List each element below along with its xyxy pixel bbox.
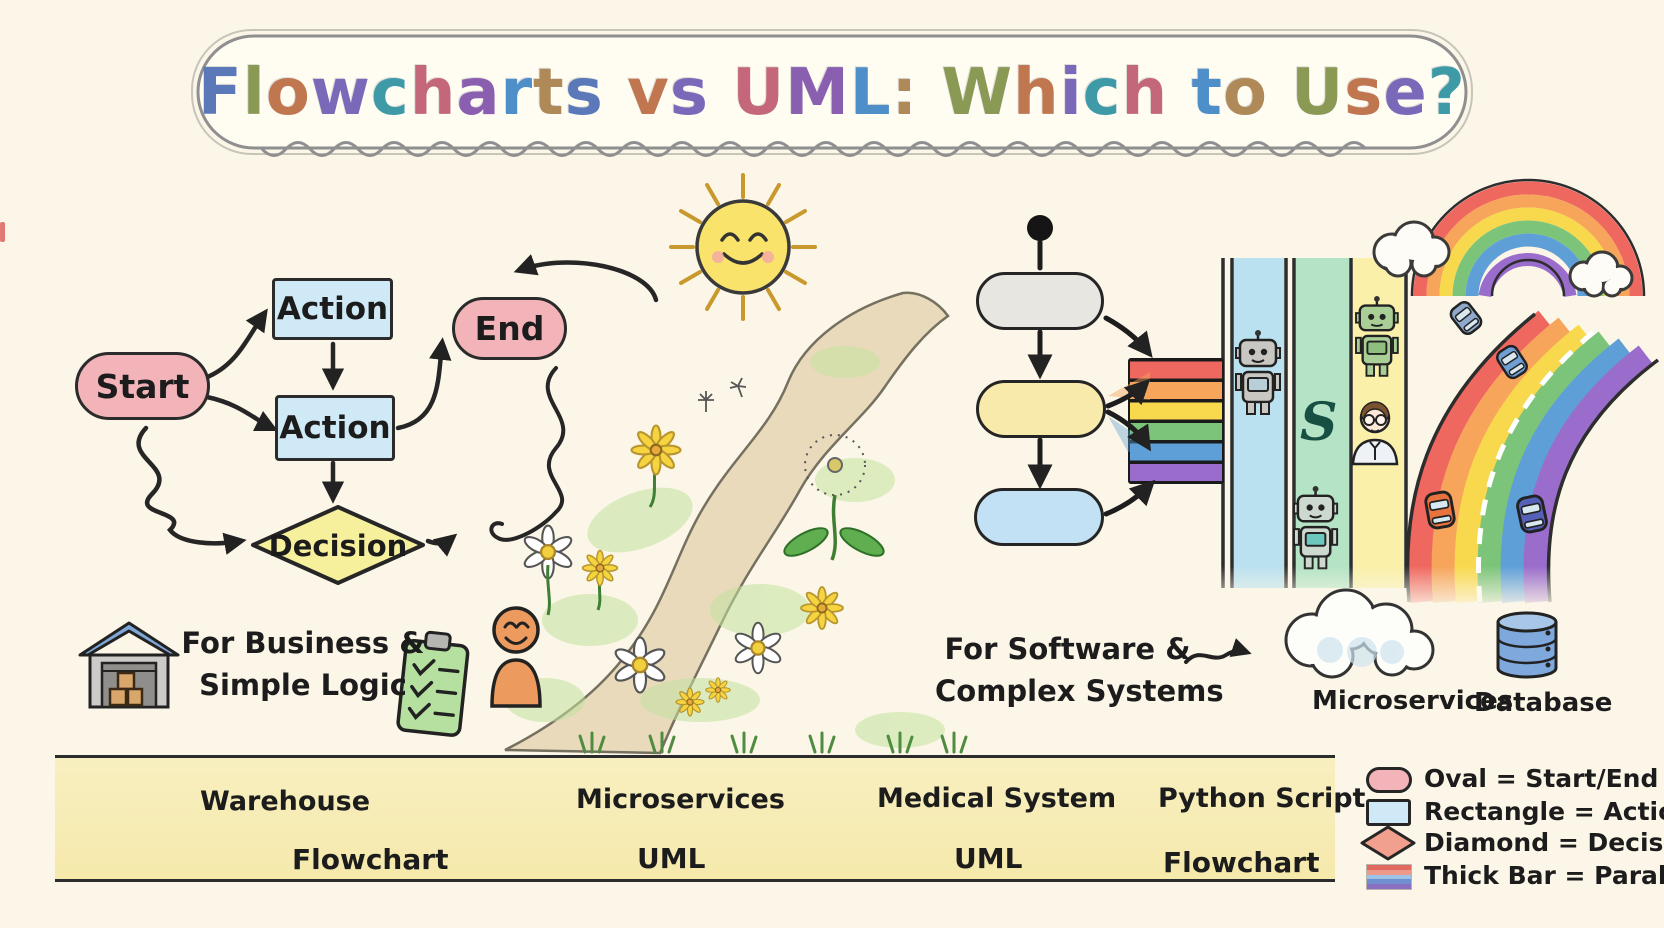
robot-teal-icon — [1293, 486, 1339, 570]
sun-icon — [669, 173, 817, 321]
edge-smudge — [0, 222, 5, 242]
sync-s-icon: S — [1300, 392, 1338, 453]
flowchart-decision-label: Decision — [258, 529, 418, 563]
legend-label: Rectangle = Action — [1424, 797, 1664, 826]
example-name: Medical System — [877, 783, 1117, 814]
software-caption: For Software & Complex Systems — [935, 628, 1224, 712]
software-caption-line1: For Software & — [944, 632, 1191, 666]
person-developer-icon — [1351, 401, 1399, 466]
arch-cloud-right — [1568, 250, 1634, 298]
arch-cloud-left — [1372, 220, 1451, 278]
start-label: Start — [95, 366, 190, 406]
microservices-label: Microservices — [1312, 686, 1513, 716]
end-label: End — [474, 309, 545, 348]
uml-node-gray — [976, 272, 1104, 330]
meadow-flowers — [521, 377, 885, 717]
dandelion-icon — [783, 434, 885, 561]
software-caption-line2: Complex Systems — [935, 674, 1224, 708]
legend-label: Thick Bar = Parallel — [1424, 861, 1664, 890]
legend-rectangle-swatch — [1366, 799, 1411, 826]
winding-path — [504, 291, 968, 755]
legend-label: Oval = Start/End — [1424, 764, 1659, 793]
warehouse-icon — [78, 621, 180, 709]
flowchart-action-node-mid: Action — [275, 395, 395, 461]
example-name: Python Script — [1158, 783, 1366, 814]
sync-s-glyph: S — [1300, 392, 1338, 453]
database-label-text: Database — [1474, 688, 1613, 718]
database-icon — [1496, 611, 1558, 679]
action-label: Action — [279, 410, 391, 446]
microservices-cloud-icon — [1284, 588, 1435, 679]
business-caption: For Business & Simple Logic — [168, 622, 438, 706]
legend-oval-swatch — [1366, 767, 1412, 793]
flowchart-action-node-top: Action — [272, 278, 393, 340]
examples-band — [55, 755, 1335, 882]
example-name: Warehouse — [200, 786, 371, 817]
uml-node-blue — [974, 488, 1104, 546]
squiggle-arrow — [1184, 638, 1252, 664]
legend-diamond-swatch — [1360, 825, 1416, 861]
robot-gray-icon — [1235, 330, 1281, 415]
example-name: Microservices — [576, 784, 785, 815]
robot-green-icon — [1355, 296, 1399, 377]
page-title-text: Flowcharts vs UML: Which to Use? — [198, 56, 1466, 130]
legend-thick-bar-swatch — [1366, 864, 1412, 890]
clipboard-icon — [396, 630, 470, 737]
business-caption-line1: For Business & — [181, 626, 425, 660]
dandelion-seeds — [698, 377, 747, 412]
decision-label: Decision — [268, 529, 408, 563]
grass-tufts — [578, 731, 968, 754]
example-recommendation: Flowchart — [1163, 846, 1320, 879]
person-happy-icon — [490, 606, 542, 708]
uml-arrows — [1027, 215, 1156, 517]
parallel-bars — [1128, 358, 1224, 484]
example-recommendation: Flowchart — [292, 843, 449, 876]
flowchart-arrows — [136, 254, 659, 557]
database-label: Database — [1474, 688, 1612, 718]
decision-diamond — [251, 505, 425, 585]
page-title: Flowcharts vs UML: Which to Use? — [195, 34, 1469, 152]
legend-label: Diamond = Decision — [1424, 828, 1664, 857]
microservices-label-text: Microservices — [1312, 686, 1514, 716]
uml-node-yellow — [976, 380, 1106, 438]
flowchart-start-node: Start — [75, 352, 210, 420]
business-caption-line2: Simple Logic — [199, 668, 407, 702]
example-recommendation: UML — [637, 842, 706, 875]
title-cloud-outline — [191, 29, 1473, 157]
flowchart-end-node: End — [452, 297, 567, 360]
action-label: Action — [276, 291, 389, 327]
example-recommendation: UML — [954, 842, 1023, 875]
rainbow-road — [1405, 310, 1660, 604]
